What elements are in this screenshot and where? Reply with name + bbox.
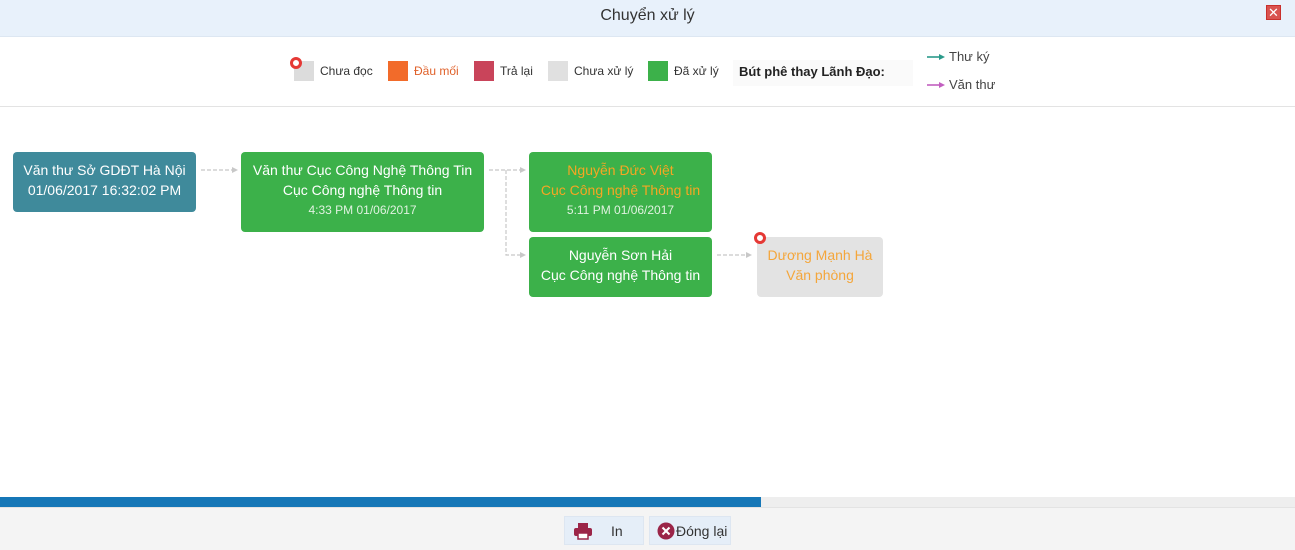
flow-connectors xyxy=(201,167,752,258)
dialog-header: Chuyển xử lý ✕ xyxy=(0,0,1295,37)
flow-node-viet[interactable]: Nguyễn Đức Việt Cục Công nghệ Thông tin … xyxy=(529,152,712,232)
legend-swatch xyxy=(388,61,408,81)
node-name: Nguyễn Đức Việt xyxy=(567,162,674,178)
arrow-right-icon xyxy=(927,82,945,88)
node-department: Văn phòng xyxy=(786,267,854,283)
legend-label: Đã xử lý xyxy=(674,64,719,78)
dialog-footer: In Đóng lại xyxy=(0,507,1295,550)
print-button[interactable]: In xyxy=(564,516,644,545)
unread-dot-icon xyxy=(290,57,302,69)
close-circle-icon xyxy=(657,522,675,540)
node-time: 4:33 PM 01/06/2017 xyxy=(308,203,417,217)
node-name: Nguyễn Sơn Hải xyxy=(568,247,673,263)
unread-dot-icon xyxy=(754,232,766,244)
node-name: Dương Mạnh Hà xyxy=(767,247,873,263)
dialog-title: Chuyển xử lý xyxy=(600,7,695,24)
but-phe-label: Bút phê thay Lãnh Đạo: xyxy=(733,60,913,86)
flow-node-clerk[interactable]: Văn thư Cục Công Nghệ Thông Tin Cục Công… xyxy=(241,152,484,232)
legend-swatch xyxy=(548,61,568,81)
close-icon[interactable]: ✕ xyxy=(1266,5,1281,20)
close-label: Đóng lại xyxy=(676,523,728,539)
printer-icon xyxy=(574,523,592,540)
flow-node-origin[interactable]: Văn thư Sở GDĐT Hà Nội 01/06/2017 16:32:… xyxy=(13,152,196,212)
node-department: Cục Công nghệ Thông tin xyxy=(282,182,443,198)
legend-label: Đầu mối xyxy=(414,64,459,78)
legend-arrow-label: Văn thư xyxy=(949,77,996,92)
legend-arrow-label: Thư ký xyxy=(949,49,990,64)
node-time: 5:11 PM 01/06/2017 xyxy=(566,203,675,217)
legend-label: Trả lại xyxy=(500,64,533,78)
close-dialog-button[interactable]: Đóng lại xyxy=(649,516,731,545)
legend-label: Chưa xử lý xyxy=(574,64,634,78)
node-department: Cục Công nghệ Thông tin xyxy=(540,267,701,283)
progress-bar xyxy=(0,497,1295,507)
arrow-right-icon xyxy=(927,54,945,60)
flow-node-hai[interactable]: Nguyễn Sơn Hải Cục Công nghệ Thông tin xyxy=(529,237,712,297)
node-detail: 01/06/2017 16:32:02 PM xyxy=(27,182,182,198)
legend-swatch xyxy=(648,61,668,81)
node-department: Cục Công nghệ Thông tin xyxy=(540,182,701,198)
node-name: Văn thư Cục Công Nghệ Thông Tin xyxy=(252,162,473,178)
legend: Chưa đọc Đầu mối Trả lại Chưa xử lý Đã x… xyxy=(0,37,1295,107)
node-name: Văn thư Sở GDĐT Hà Nội xyxy=(23,162,186,178)
legend-label: Chưa đọc xyxy=(320,64,373,78)
flow-node-ha[interactable]: Dương Mạnh Hà Văn phòng xyxy=(757,237,883,297)
legend-swatch xyxy=(474,61,494,81)
print-label: In xyxy=(611,523,623,539)
progress-fill xyxy=(0,497,762,507)
